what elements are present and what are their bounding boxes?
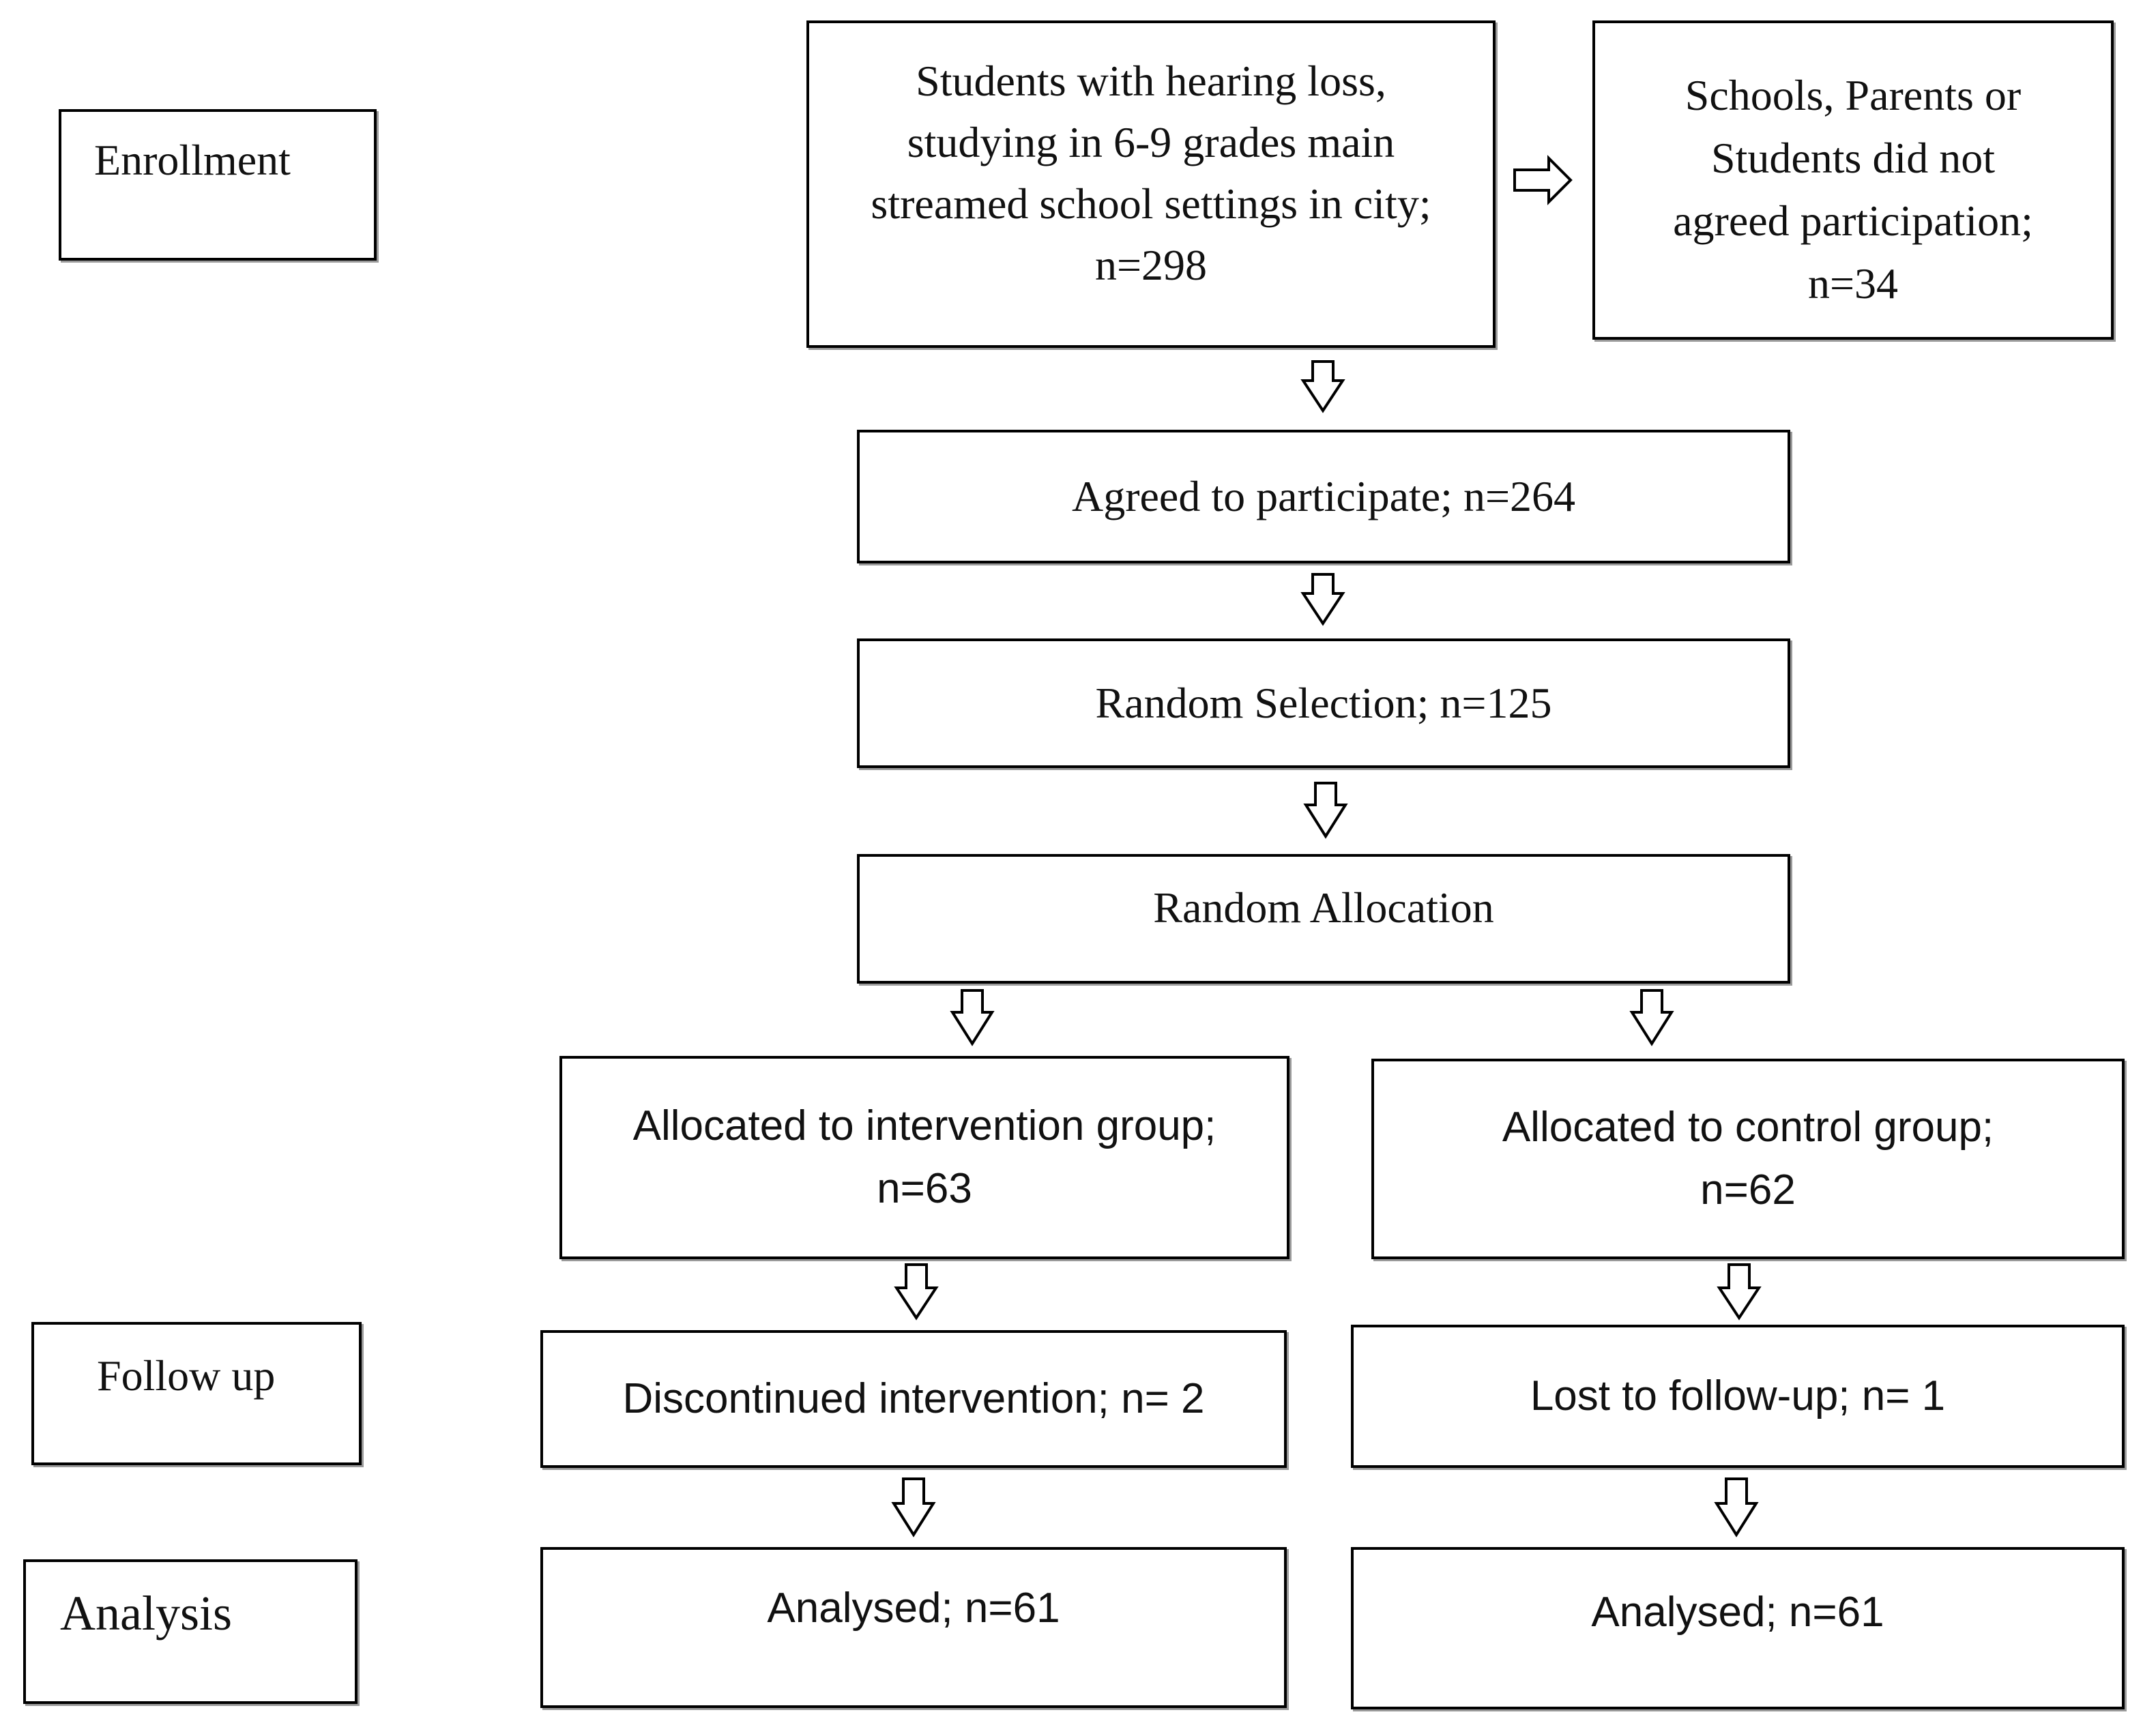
box-analysed-control: Analysed; n=61 — [1351, 1547, 2125, 1709]
box-analysed-intervention: Analysed; n=61 — [540, 1547, 1287, 1708]
eligible-line-1: Students with hearing loss, — [916, 57, 1386, 105]
arrow-down-to-lost — [1717, 1263, 1762, 1321]
box-lost-to-follow-up: Lost to follow-up; n= 1 — [1351, 1325, 2125, 1468]
box-random-allocation: Random Allocation — [857, 854, 1790, 984]
arrow-down-to-allocation — [1303, 782, 1348, 839]
analysed-control-text: Analysed; n=61 — [1591, 1589, 1884, 1636]
box-intervention-group: Allocated to intervention group; n=63 — [559, 1056, 1289, 1259]
intervention-line-2: n=63 — [877, 1165, 972, 1212]
stage-label-follow-up-text: Follow up — [97, 1351, 276, 1400]
arrow-down-to-intervention — [950, 989, 995, 1046]
eligible-line-2: studying in 6-9 grades main — [907, 118, 1395, 166]
arrow-right-to-excluded — [1513, 155, 1573, 205]
excluded-line-1: Schools, Parents or — [1685, 71, 2022, 119]
intervention-line-1: Allocated to intervention group; — [632, 1102, 1216, 1149]
random-selection-text: Random Selection; n=125 — [1095, 679, 1552, 727]
arrow-down-to-analysed-control — [1714, 1477, 1759, 1538]
discontinued-text: Discontinued intervention; n= 2 — [622, 1375, 1205, 1422]
box-agreed: Agreed to participate; n=264 — [857, 430, 1790, 563]
arrow-down-to-analysed-intervention — [891, 1477, 936, 1538]
stage-label-analysis: Analysis — [23, 1559, 358, 1704]
lost-text: Lost to follow-up; n= 1 — [1530, 1372, 1946, 1419]
box-control-group: Allocated to control group; n=62 — [1371, 1059, 2125, 1259]
eligible-line-3: streamed school settings in city; — [871, 179, 1431, 228]
excluded-line-2: Students did not — [1710, 134, 1996, 182]
stage-label-follow-up: Follow up — [31, 1322, 362, 1465]
box-excluded: Schools, Parents or Students did not agr… — [1592, 20, 2114, 340]
random-allocation-text: Random Allocation — [1153, 883, 1494, 932]
excluded-line-3: agreed participation; — [1673, 196, 2033, 245]
box-eligible-students: Students with hearing loss, studying in … — [806, 20, 1496, 348]
arrow-down-to-discontinued — [894, 1263, 939, 1321]
excluded-line-4: n=34 — [1807, 259, 1899, 308]
arrow-down-to-control — [1629, 989, 1674, 1046]
stage-label-enrollment: Enrollment — [59, 109, 377, 261]
box-discontinued-intervention: Discontinued intervention; n= 2 — [540, 1330, 1287, 1468]
analysed-intervention-text: Analysed; n=61 — [767, 1585, 1060, 1632]
eligible-line-4: n=298 — [1094, 241, 1208, 289]
stage-label-enrollment-text: Enrollment — [94, 136, 291, 184]
control-line-2: n=62 — [1700, 1166, 1796, 1213]
control-line-1: Allocated to control group; — [1502, 1104, 1994, 1151]
agreed-text: Agreed to participate; n=264 — [1071, 472, 1576, 520]
box-random-selection: Random Selection; n=125 — [857, 638, 1790, 768]
arrow-down-to-agreed — [1300, 360, 1345, 413]
arrow-down-to-selection — [1300, 573, 1345, 626]
stage-label-analysis-text: Analysis — [60, 1586, 232, 1641]
